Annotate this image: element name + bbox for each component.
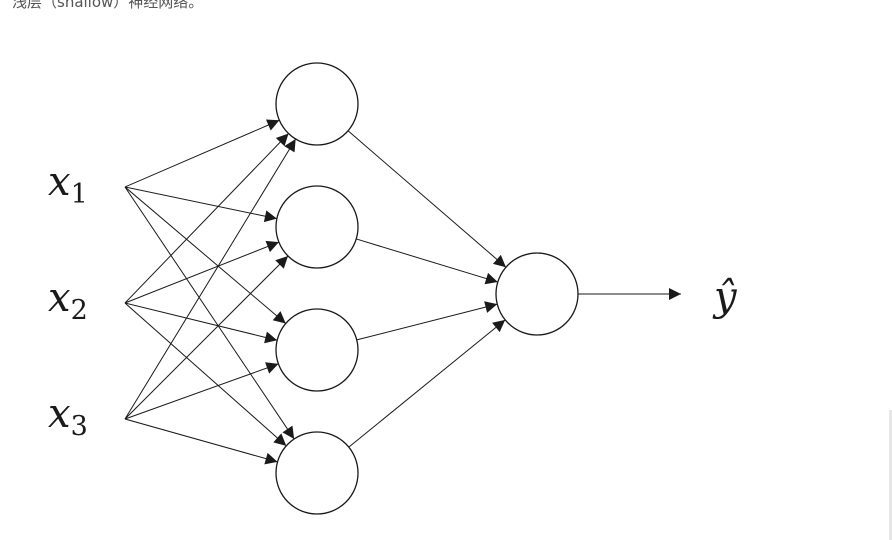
input-x3-sub: 3 [71,411,88,442]
edge-x2-to-hidden-1 [124,133,289,304]
input-x3-var: x [48,391,71,437]
edge-x1-to-hidden-1 [124,119,280,188]
edge-hidden-3-to-output [356,301,498,341]
connection-edges [124,119,681,465]
input-label-x3: x3 [48,391,88,442]
neuron-nodes [275,62,579,515]
right-edge-bar [889,410,892,540]
edge-x3-to-hidden-4 [124,418,278,465]
edge-hidden-1-to-output [347,130,507,268]
edge-x2-to-hidden-2 [124,240,280,304]
input-x1-var: x [48,159,71,205]
edge-hidden-2-to-output [356,238,498,285]
input-label-x2: x2 [48,275,88,326]
input-x2-sub: 2 [71,295,88,326]
edge-x3-to-hidden-2 [124,255,289,420]
edge-x3-to-hidden-1 [124,138,297,420]
edge-x2-to-hidden-3 [124,302,278,344]
hidden-neuron-4 [275,431,359,515]
edge-x3-to-hidden-3 [124,362,279,420]
edge-x1-to-hidden-2 [124,186,277,223]
edge-x1-to-hidden-4 [124,186,295,440]
top-caption-text: 浅层（shallow）神经网络。 [12,0,204,11]
output-label-y-hat: ŷ [712,274,738,320]
edge-x2-to-hidden-4 [124,302,287,447]
input-label-x1: x1 [48,159,88,210]
hidden-neuron-2 [275,185,359,269]
edge-x1-to-hidden-3 [124,186,287,324]
edge-hidden-4-to-output [348,319,506,448]
hidden-neuron-1 [275,62,359,146]
output-neuron [495,252,579,336]
input-x1-sub: 1 [71,179,88,210]
hidden-neuron-3 [275,308,359,392]
input-x2-var: x [48,275,71,321]
